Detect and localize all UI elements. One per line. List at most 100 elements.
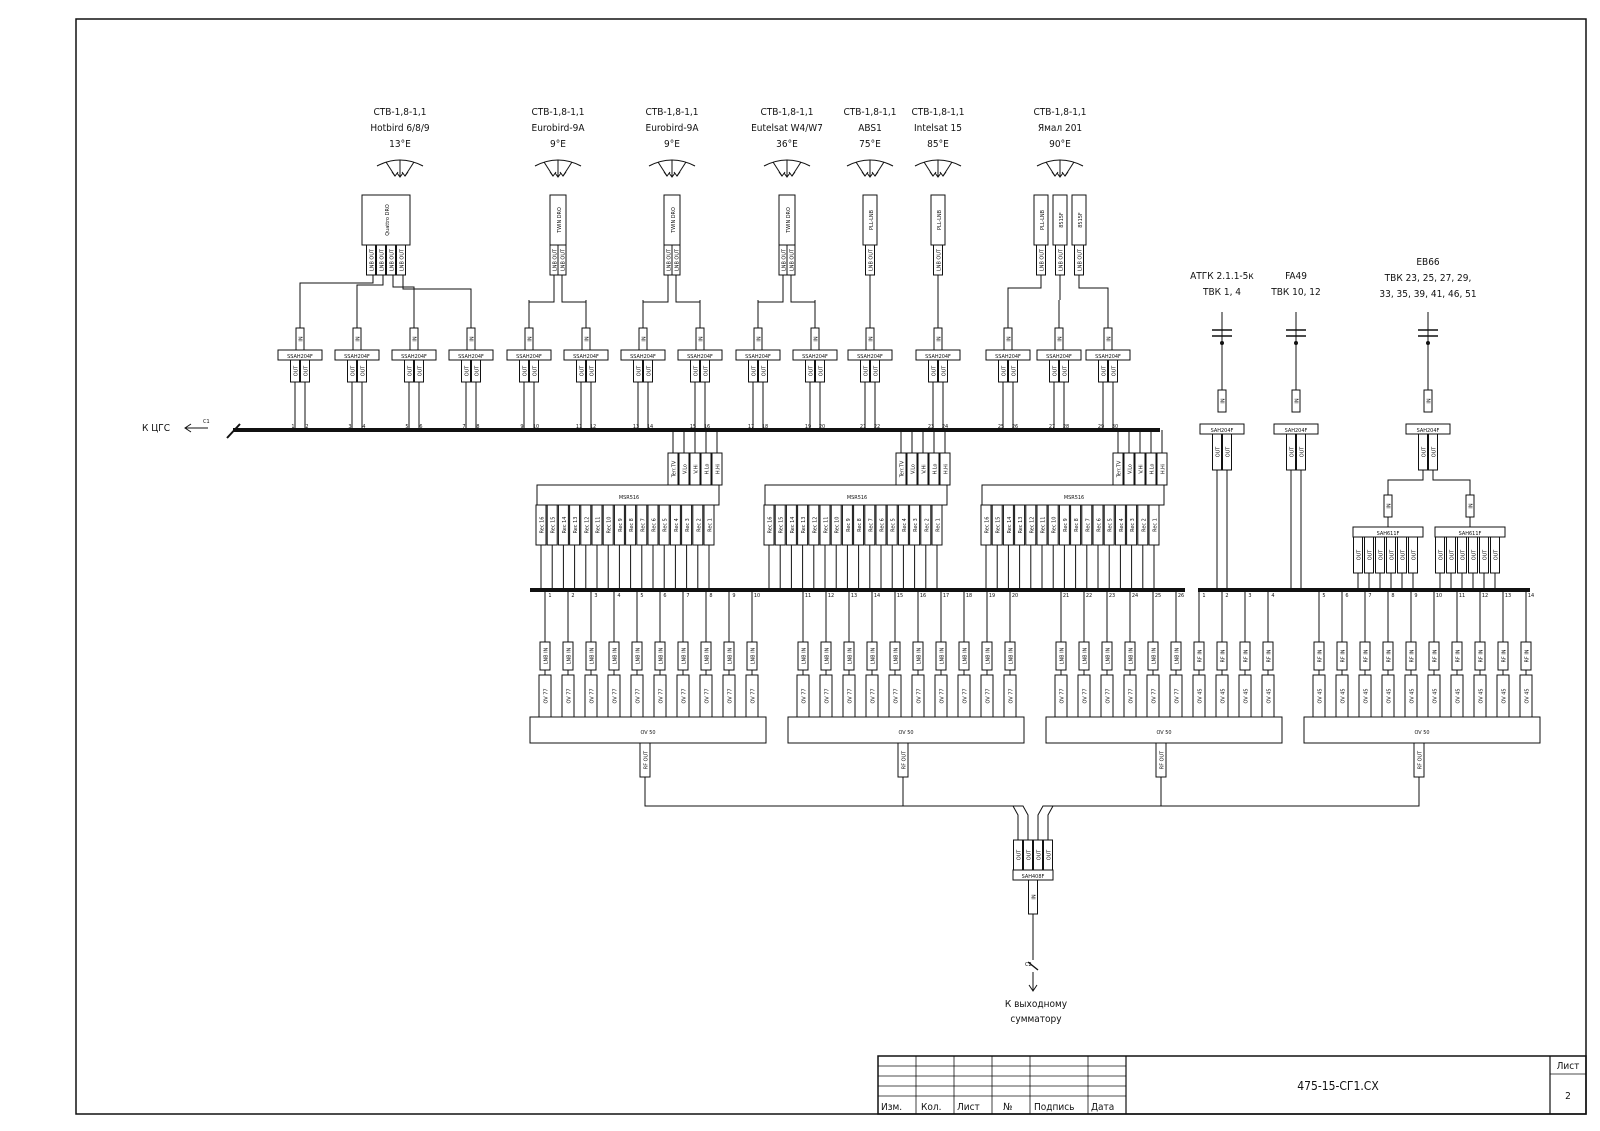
amp-2-4-in-label: LNB IN xyxy=(1152,647,1158,664)
amp-2-6-in-label: RF IN xyxy=(1198,649,1204,662)
wire xyxy=(642,275,669,303)
sah204f-t2-label: SAH204F xyxy=(1417,428,1440,434)
quattro-lnb-out-0-label: LNB OUT xyxy=(370,248,376,271)
wire xyxy=(902,777,1029,840)
amp-3-8-in-label: RF IN xyxy=(1502,649,1508,662)
amp-2-5-in-label: LNB IN xyxy=(1175,647,1181,664)
msr516-2-rec-15-label: Rec 1 xyxy=(1153,518,1159,532)
pin-number: 25 xyxy=(998,424,1004,430)
pin-number: 14 xyxy=(874,593,880,599)
antenna-model-6: СТВ-1,8-1,1 xyxy=(1033,107,1086,118)
pin-number: 5 xyxy=(1322,593,1325,599)
msr516-0-rec-14-label: Rec 2 xyxy=(696,518,702,532)
amp-1-0-label: OV 77 xyxy=(802,688,808,703)
amp-2-6-label: OV 45 xyxy=(1198,688,1204,703)
orbital-position-1: 9°E xyxy=(550,139,566,150)
pin-number: 10 xyxy=(533,424,539,430)
amp-1-8-label: OV 77 xyxy=(986,688,992,703)
amp-1-2-in-label: LNB IN xyxy=(848,647,854,664)
msr516-label-2: MSR516 xyxy=(1064,495,1084,501)
sah204f-t1-in xyxy=(1291,389,1301,413)
ssah204f-a-0-out2-label: OUT xyxy=(533,365,539,377)
msr516-1-rec-14-label: Rec 2 xyxy=(924,518,930,532)
ssah204f-a-1-label: SSAH204F xyxy=(573,354,599,360)
pin-number: 22 xyxy=(874,424,880,430)
orbital-position-3: 36°E xyxy=(776,139,798,150)
pin-number: 6 xyxy=(663,593,666,599)
msr516-1-in-2-label: V.Hi xyxy=(922,464,928,473)
ov50-label-3: OV 50 xyxy=(1414,730,1429,736)
ssah204f-a-1-out2-label: OUT xyxy=(590,365,596,377)
converter-label-e: PLL-LNB xyxy=(937,209,943,230)
msr516-0-rec-6-label: Rec 10 xyxy=(607,517,613,534)
sah408f-out-1-label: OUT xyxy=(1027,849,1033,861)
amp-1-1-in-label: LNB IN xyxy=(825,647,831,664)
satellite-name-1: Eurobird-9A xyxy=(532,123,586,134)
sah408f-out-3-label: OUT xyxy=(1047,849,1053,861)
orbital-position-5: 85°E xyxy=(927,139,949,150)
ov50-2-rf-out-label: RF OUT xyxy=(1160,750,1166,769)
sah408f-in-label: IN xyxy=(1032,894,1038,899)
terrestrial-name-1: FA49 xyxy=(1285,271,1307,282)
pin-number: 22 xyxy=(1086,593,1092,599)
ssah204f-yamal-0-out1-label: OUT xyxy=(1002,365,1008,377)
wire xyxy=(1078,275,1109,300)
output-label-line1: К выходному xyxy=(1005,999,1068,1010)
amp-0-3-label: OV 77 xyxy=(613,688,619,703)
msr516-0-rec-4-label: Rec 12 xyxy=(584,517,590,534)
quattro-lnb-out-2-label: LNB OUT xyxy=(390,248,396,271)
satellite-name-2: Eurobird-9A xyxy=(646,123,700,134)
ssah204f-c-0-out1-label: OUT xyxy=(752,365,758,377)
pin-number: 30 xyxy=(1112,424,1118,430)
converter-label-d: PLL-LNB xyxy=(869,209,875,230)
sah611f-1-in-label: IN xyxy=(1469,503,1475,508)
pin-number: 29 xyxy=(1098,424,1104,430)
ssah204f-2-in-label: IN xyxy=(413,336,419,341)
sah611f-0-out-4-label: OUT xyxy=(1401,549,1407,561)
msr516-2-rec-8-label: Rec 8 xyxy=(1074,518,1080,532)
title-header-izm: Изм. xyxy=(881,1102,902,1113)
converter-c-out2-label: LNB OUT xyxy=(790,248,796,271)
sah204f-t2-in xyxy=(1423,389,1433,413)
ssah204f-d-in-label: IN xyxy=(869,336,875,341)
ssah204f-yamal-2-out1-label: OUT xyxy=(1102,365,1108,377)
wire xyxy=(644,777,1019,840)
pin-number: 23 xyxy=(1109,593,1115,599)
terrestrial-channels-0: ТВК 1, 4 xyxy=(1202,287,1241,298)
sah204f-t0-out1-label: OUT xyxy=(1216,446,1222,458)
document-code: 475-15-СГ1.СХ xyxy=(1297,1079,1379,1093)
converter-label-b: TWIN DRO xyxy=(671,207,677,234)
msr516-0-rec-9-label: Rec 7 xyxy=(640,518,646,532)
msr516-1-rec-8-label: Rec 8 xyxy=(857,518,863,532)
terrestrial-channels-2: ТВК 23, 25, 27, 29, xyxy=(1384,273,1472,284)
msr516-label-1: MSR516 xyxy=(847,495,867,501)
amp-2-9-in-label: RF IN xyxy=(1267,649,1273,662)
amp-2-2-in-label: LNB IN xyxy=(1106,647,1112,664)
amp-0-4-label: OV 77 xyxy=(636,688,642,703)
satellite-name-6: Ямал 201 xyxy=(1038,123,1082,134)
ssah204f-2-out2-label: OUT xyxy=(418,365,424,377)
amp-1-2-label: OV 77 xyxy=(848,688,854,703)
msr516-1-in-0-label: Terr.TV xyxy=(900,460,906,478)
msr516-0-in-3-label: H.Lo xyxy=(705,464,711,475)
msr516-0-rec-2-label: Rec 14 xyxy=(562,517,568,534)
msr516-2-rec-13-label: Rec 3 xyxy=(1130,518,1136,532)
wire xyxy=(402,275,472,300)
pin-number: 1 xyxy=(291,424,294,430)
pin-number: 15 xyxy=(897,593,903,599)
quattro-lnb-out-3-label: LNB OUT xyxy=(400,248,406,271)
msr516-2-in-4-label: H.Hi xyxy=(1161,464,1167,474)
msr516-0-rec-8-label: Rec 8 xyxy=(629,518,635,532)
c2-marker: C2 xyxy=(1025,962,1032,968)
sah611f-0-out-1-label: OUT xyxy=(1368,549,1374,561)
msr516-0-rec-15-label: Rec 1 xyxy=(708,518,714,532)
amp-3-6-in-label: RF IN xyxy=(1456,649,1462,662)
break-mark-icon xyxy=(226,423,241,439)
arrow-icon xyxy=(861,171,869,177)
sah204f-t0-in-label: IN xyxy=(1221,398,1227,403)
pin-number: 5 xyxy=(640,593,643,599)
msr516-0-rec-12-label: Rec 4 xyxy=(674,518,680,532)
pin-number: 28 xyxy=(1063,424,1069,430)
sah611f-1-out-0-label: OUT xyxy=(1439,549,1445,561)
wire xyxy=(1007,275,1042,300)
